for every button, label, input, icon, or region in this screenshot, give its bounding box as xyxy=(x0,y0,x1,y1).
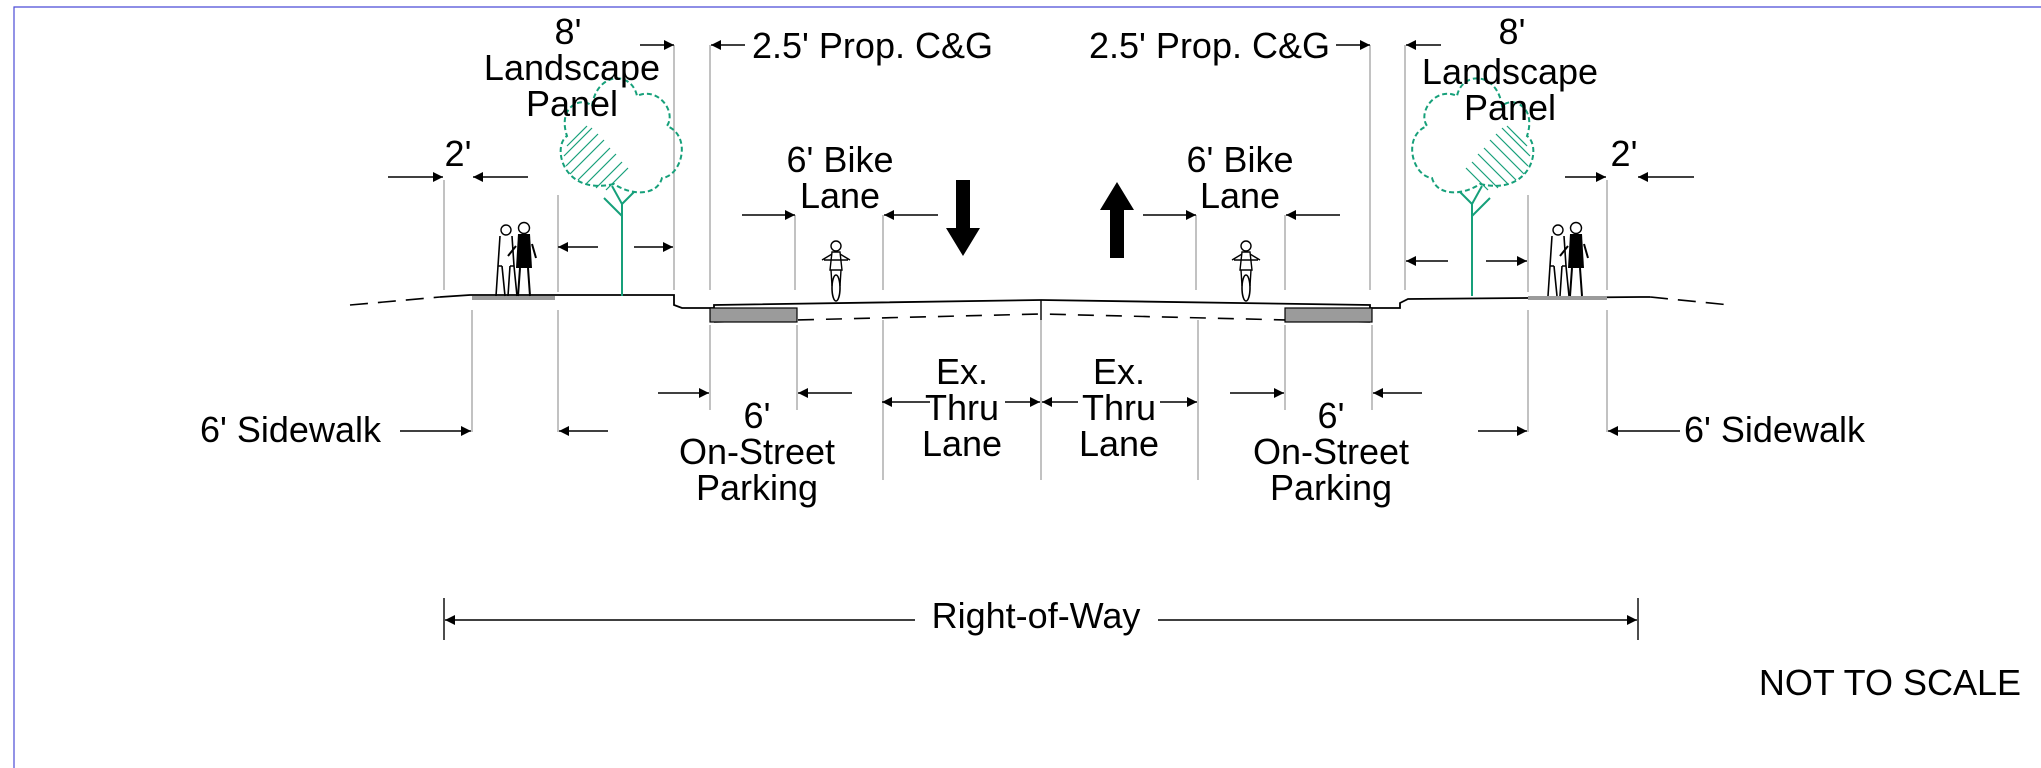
dimension-arrows-bottom xyxy=(400,388,1680,625)
thru-lane-label-left: Ex. xyxy=(936,351,988,392)
pedestrians-icon xyxy=(495,221,537,297)
cyclist-icon xyxy=(821,240,851,302)
sidewalk-label-left: 6' Sidewalk xyxy=(200,409,382,450)
dimension-arrows-top xyxy=(388,40,1694,266)
landscape-label-left: Landscape xyxy=(484,47,660,88)
tree-icon xyxy=(1411,77,1535,296)
thru-lane-label-right: Ex. xyxy=(1093,351,1145,392)
parking-strip-right xyxy=(1284,307,1373,323)
bike-lane-label-left-2: Lane xyxy=(800,175,880,216)
landscape-label-right: Landscape xyxy=(1422,51,1598,92)
parking-dim-right: 6' xyxy=(1318,395,1345,436)
tree-icon xyxy=(559,77,683,296)
landscape-dim-left: 8' xyxy=(555,11,582,52)
parking-label-right: On-Street xyxy=(1253,431,1409,472)
labels: 8' Landscape Panel 8' Landscape Panel 2.… xyxy=(200,11,2021,703)
right-of-way-label: Right-of-Way xyxy=(932,595,1141,636)
pedestrians-icon xyxy=(1547,221,1589,297)
bike-lane-label-left: 6' Bike xyxy=(787,139,894,180)
drawing-border xyxy=(13,6,2041,768)
cg-label-left: 2.5' Prop. C&G xyxy=(752,25,993,66)
parking-dim-left: 6' xyxy=(744,395,771,436)
parking-label-right-2: Parking xyxy=(1270,467,1392,508)
thru-lane-label-right-2: Thru xyxy=(1082,387,1156,428)
bike-lane-label-right: 6' Bike xyxy=(1187,139,1294,180)
sidewalk-label-right: 6' Sidewalk xyxy=(1684,409,1866,450)
parking-label-left-2: Parking xyxy=(696,467,818,508)
landscape-label-left-2: Panel xyxy=(526,83,618,124)
arrow-down-icon xyxy=(946,180,980,256)
thru-lane-label-left-3: Lane xyxy=(922,423,1002,464)
not-to-scale-note: NOT TO SCALE xyxy=(1759,662,2021,703)
landscape-dim-right: 8' xyxy=(1499,11,1526,52)
extension-lines xyxy=(443,45,1639,640)
buffer-label-left: 2' xyxy=(445,133,472,174)
landscape-label-right-2: Panel xyxy=(1464,87,1556,128)
arrow-up-icon xyxy=(1100,182,1134,258)
thru-lane-label-left-2: Thru xyxy=(925,387,999,428)
parking-strip-left xyxy=(709,307,798,323)
buffer-label-right: 2' xyxy=(1611,133,1638,174)
thru-lane-label-right-3: Lane xyxy=(1079,423,1159,464)
ground-profile xyxy=(349,294,1731,323)
bike-lane-label-right-2: Lane xyxy=(1200,175,1280,216)
cyclist-icon xyxy=(1231,240,1261,302)
parking-label-left: On-Street xyxy=(679,431,835,472)
cg-label-right: 2.5' Prop. C&G xyxy=(1089,25,1330,66)
